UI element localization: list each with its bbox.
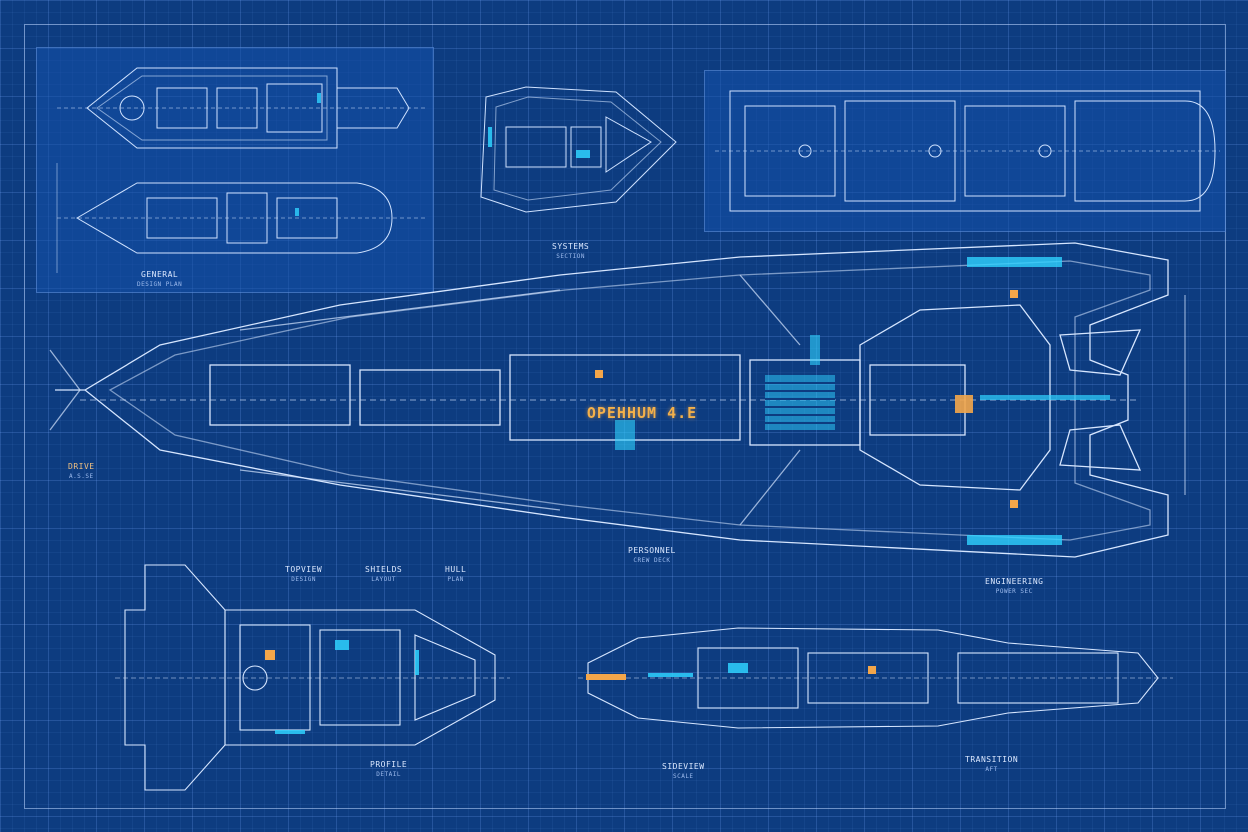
lower-right-drawing <box>578 627 1173 729</box>
top-center-view <box>466 72 696 232</box>
drawing-border <box>24 24 1226 809</box>
lower-right-view <box>578 618 1178 738</box>
top-center-drawing <box>480 86 677 213</box>
top-left-plan-drawing <box>56 67 427 273</box>
main-ship-view <box>40 235 1210 565</box>
lower-left-view <box>115 555 515 795</box>
main-ship-drawing <box>49 242 1186 558</box>
top-right-plan-panel <box>704 70 1226 232</box>
lower-left-drawing <box>115 564 510 791</box>
top-right-plan-drawing <box>715 90 1220 212</box>
ship-hull-label: OPEHHUM 4.E <box>586 404 698 422</box>
